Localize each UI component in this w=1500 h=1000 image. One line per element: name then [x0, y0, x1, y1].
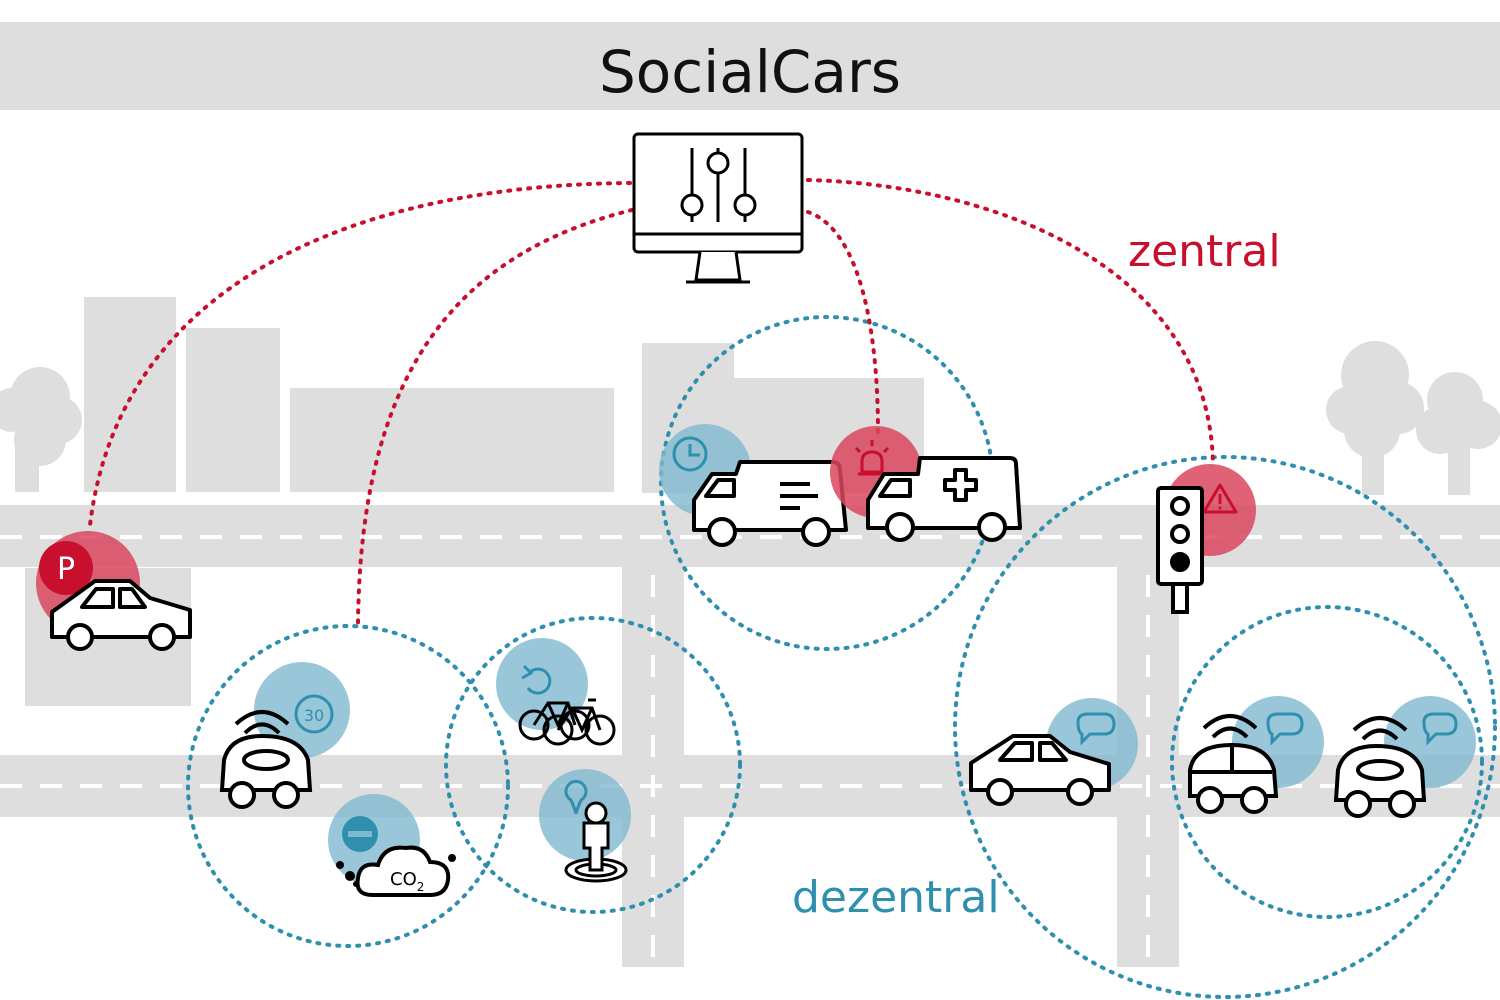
central-network	[88, 178, 1215, 627]
decentral-zone-5	[1170, 605, 1484, 919]
tree-right-2	[1416, 372, 1500, 495]
link-zone-1	[356, 208, 634, 627]
co2-cloud-icon: CO2	[336, 845, 456, 897]
traffic-light-icon	[1156, 486, 1204, 614]
link-traffic-light	[806, 178, 1215, 467]
autonomous-car-icon	[1188, 714, 1279, 814]
link-ambulance	[806, 210, 880, 434]
title-bar	[0, 22, 1500, 110]
pedestrian-icon	[564, 801, 628, 883]
slider-controls-icon	[680, 148, 757, 222]
parking-label: P	[57, 552, 75, 587]
decentral-zone-2	[444, 616, 742, 914]
decentral-network	[186, 315, 1497, 999]
ambulance-icon	[866, 456, 1022, 542]
decentral-zone-4	[953, 455, 1497, 999]
autonomous-car-icon	[219, 710, 313, 809]
bicycle-icon	[518, 698, 616, 746]
decentral-label: dezentral	[792, 872, 1000, 923]
co2-label: CO2	[390, 869, 424, 894]
speed-limit-label: 30	[304, 706, 324, 725]
car-icon	[969, 734, 1111, 806]
diagram-title: SocialCars	[599, 38, 901, 106]
decentral-zone-1	[186, 624, 510, 948]
tree-right-1	[1326, 341, 1424, 495]
autonomous-car-icon	[1333, 716, 1427, 818]
car-icon	[50, 579, 192, 651]
speed-limit-icon: 30	[254, 662, 350, 758]
tree-left	[0, 367, 82, 492]
central-label: zentral	[1128, 226, 1281, 277]
computer-monitor-icon	[632, 132, 804, 284]
link-parking-car	[88, 181, 632, 527]
